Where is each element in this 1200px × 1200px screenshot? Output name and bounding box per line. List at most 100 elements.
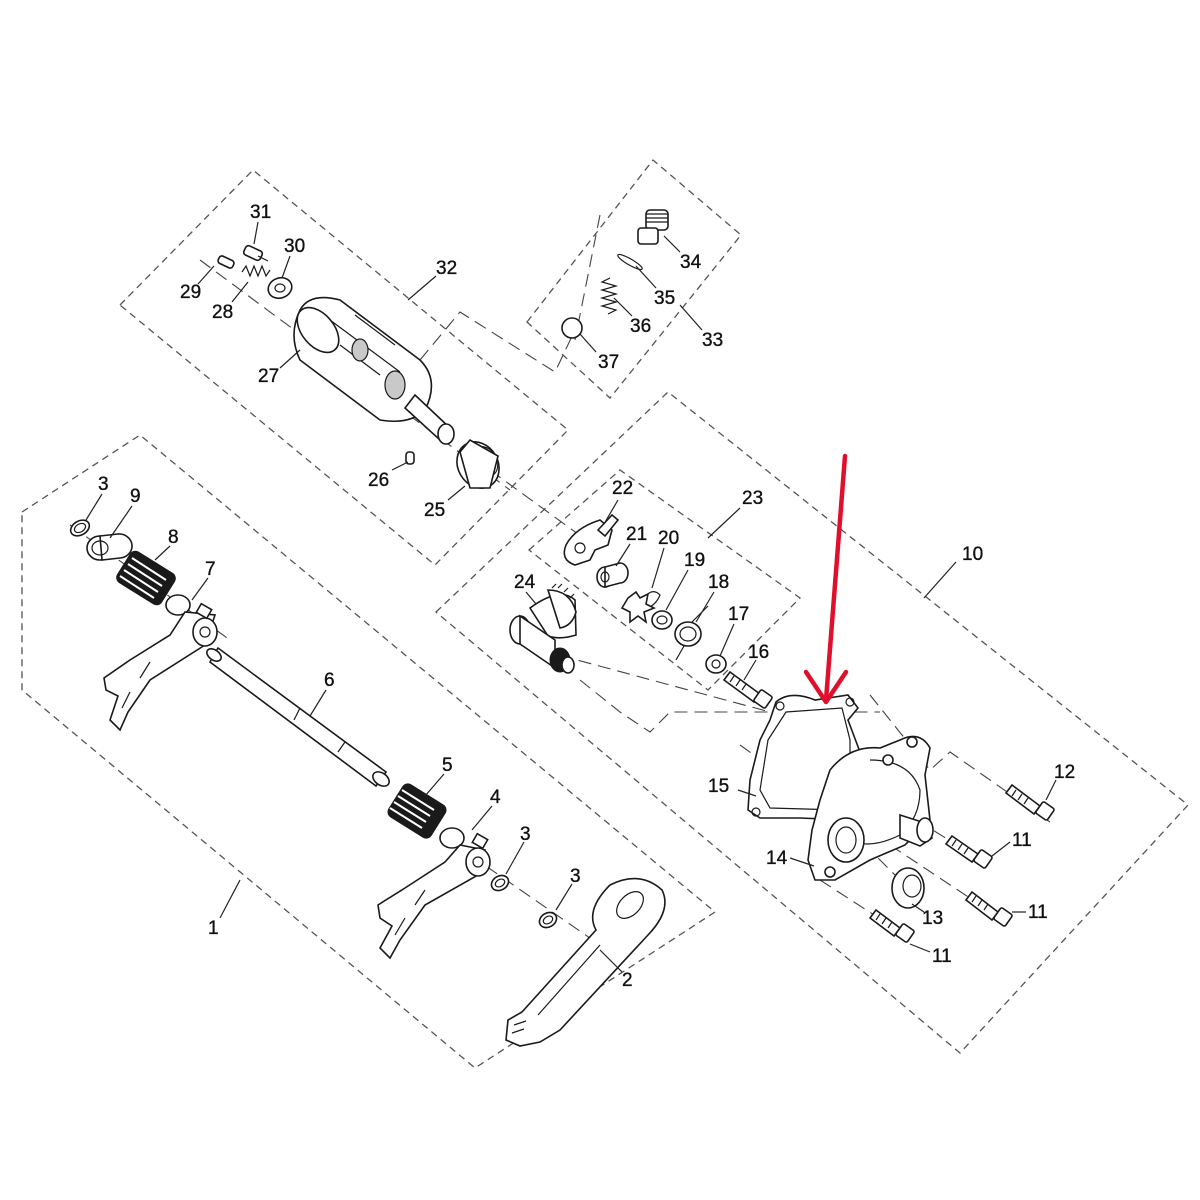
spring-8 — [116, 550, 176, 606]
callout-9: 9 — [130, 486, 141, 507]
leader-29 — [197, 265, 215, 285]
leader-33 — [679, 304, 703, 331]
callout-32: 32 — [436, 258, 457, 279]
oil-seal-13 — [891, 867, 925, 909]
callout-33: 33 — [702, 330, 723, 351]
callout-11-lower: 11 — [932, 946, 952, 967]
washer-19 — [651, 610, 673, 630]
callout-10: 10 — [962, 544, 983, 565]
bolt-11-right — [964, 890, 1013, 927]
pin-26 — [405, 451, 415, 465]
leader-9 — [109, 505, 133, 539]
shift-fork-7 — [103, 594, 218, 732]
spring-5 — [387, 783, 447, 839]
shift-spindle-24 — [509, 583, 577, 674]
shift-drum-27 — [293, 296, 455, 445]
callout-25: 25 — [424, 500, 445, 521]
leader-4 — [471, 805, 493, 831]
leader-37 — [579, 333, 597, 353]
callout-6: 6 — [324, 670, 335, 691]
callout-11-right: 11 — [1028, 902, 1048, 923]
leader-11c — [909, 943, 931, 953]
callout-11-upper: 11 — [1012, 830, 1032, 851]
bolt-11-lower — [868, 908, 915, 943]
leader-24 — [525, 591, 537, 605]
leader-10 — [923, 561, 957, 599]
callout-18: 18 — [708, 572, 729, 593]
leader-3c — [555, 883, 573, 911]
callout-13: 13 — [922, 908, 943, 929]
leader-34 — [663, 235, 681, 253]
highlight-arrow — [803, 453, 849, 705]
callout-35: 35 — [654, 288, 675, 309]
collar-21 — [596, 562, 629, 589]
callout-34: 34 — [680, 252, 702, 273]
callout-14: 14 — [766, 848, 788, 869]
circlip-3-middle — [490, 874, 510, 892]
group-box-23 — [527, 469, 802, 691]
callout-12: 12 — [1054, 762, 1075, 783]
spring-28 — [241, 264, 271, 278]
callout-1: 1 — [208, 918, 219, 939]
leader-14 — [789, 857, 815, 867]
callout-3-upper: 3 — [98, 474, 109, 495]
leader-21 — [615, 543, 631, 567]
axis-drum-to-lever — [489, 469, 601, 551]
axis-cover-to-bolt12 — [869, 694, 1051, 823]
callout-16: 16 — [748, 642, 769, 663]
pin-29 — [217, 255, 235, 269]
pin-31 — [242, 244, 269, 262]
group-box-33 — [526, 159, 742, 399]
axis-drum-to-detent — [419, 311, 576, 373]
leader-15 — [737, 789, 757, 797]
callout-26: 26 — [368, 470, 389, 491]
callout-29: 29 — [180, 282, 201, 303]
o-ring-35 — [617, 253, 643, 271]
leader-8 — [154, 545, 171, 561]
bolt-12 — [1004, 783, 1055, 821]
callout-22: 22 — [612, 478, 633, 499]
leader-35 — [635, 265, 657, 289]
callout-5: 5 — [442, 755, 453, 776]
spring-36 — [599, 277, 619, 315]
group-box-32 — [119, 169, 569, 566]
axis-detent — [574, 214, 601, 341]
axis-fork4-to-arm2 — [469, 854, 601, 946]
spring-18 — [674, 605, 709, 661]
leader-6 — [309, 689, 327, 717]
callout-27: 27 — [258, 366, 279, 387]
callout-2: 2 — [622, 970, 633, 991]
callout-15: 15 — [708, 776, 729, 797]
group-box-1 — [21, 434, 717, 1069]
leader-16 — [743, 659, 757, 681]
bearing-25 — [456, 438, 500, 489]
leader-25 — [447, 485, 466, 501]
bolt-11-upper — [944, 834, 993, 869]
leader-3a — [85, 493, 103, 521]
shift-shaft-6 — [206, 646, 390, 788]
group-box-10 — [435, 391, 1189, 1054]
leader-11a — [991, 841, 1011, 857]
callout-8: 8 — [168, 527, 179, 548]
callout-30: 30 — [284, 236, 305, 257]
leader-36 — [613, 297, 633, 317]
callout-36: 36 — [630, 316, 651, 337]
callout-3-middle: 3 — [520, 824, 531, 845]
callout-17: 17 — [728, 604, 749, 625]
circlip-3-lower — [538, 911, 558, 929]
shift-fork-4 — [377, 827, 491, 960]
circlip-3-upper — [69, 519, 91, 537]
leader-5 — [424, 773, 445, 797]
leader-7 — [191, 577, 209, 601]
callout-28: 28 — [212, 302, 233, 323]
bolt-16 — [722, 670, 773, 709]
leader-27 — [279, 349, 301, 369]
leader-18 — [695, 591, 715, 623]
axis-spindle-to-cover — [579, 679, 880, 733]
shift-arm-2 — [505, 877, 666, 1047]
callout-19: 19 — [684, 550, 705, 571]
callout-23: 23 — [742, 488, 763, 509]
callout-37: 37 — [598, 352, 619, 373]
leader-28 — [231, 281, 249, 303]
